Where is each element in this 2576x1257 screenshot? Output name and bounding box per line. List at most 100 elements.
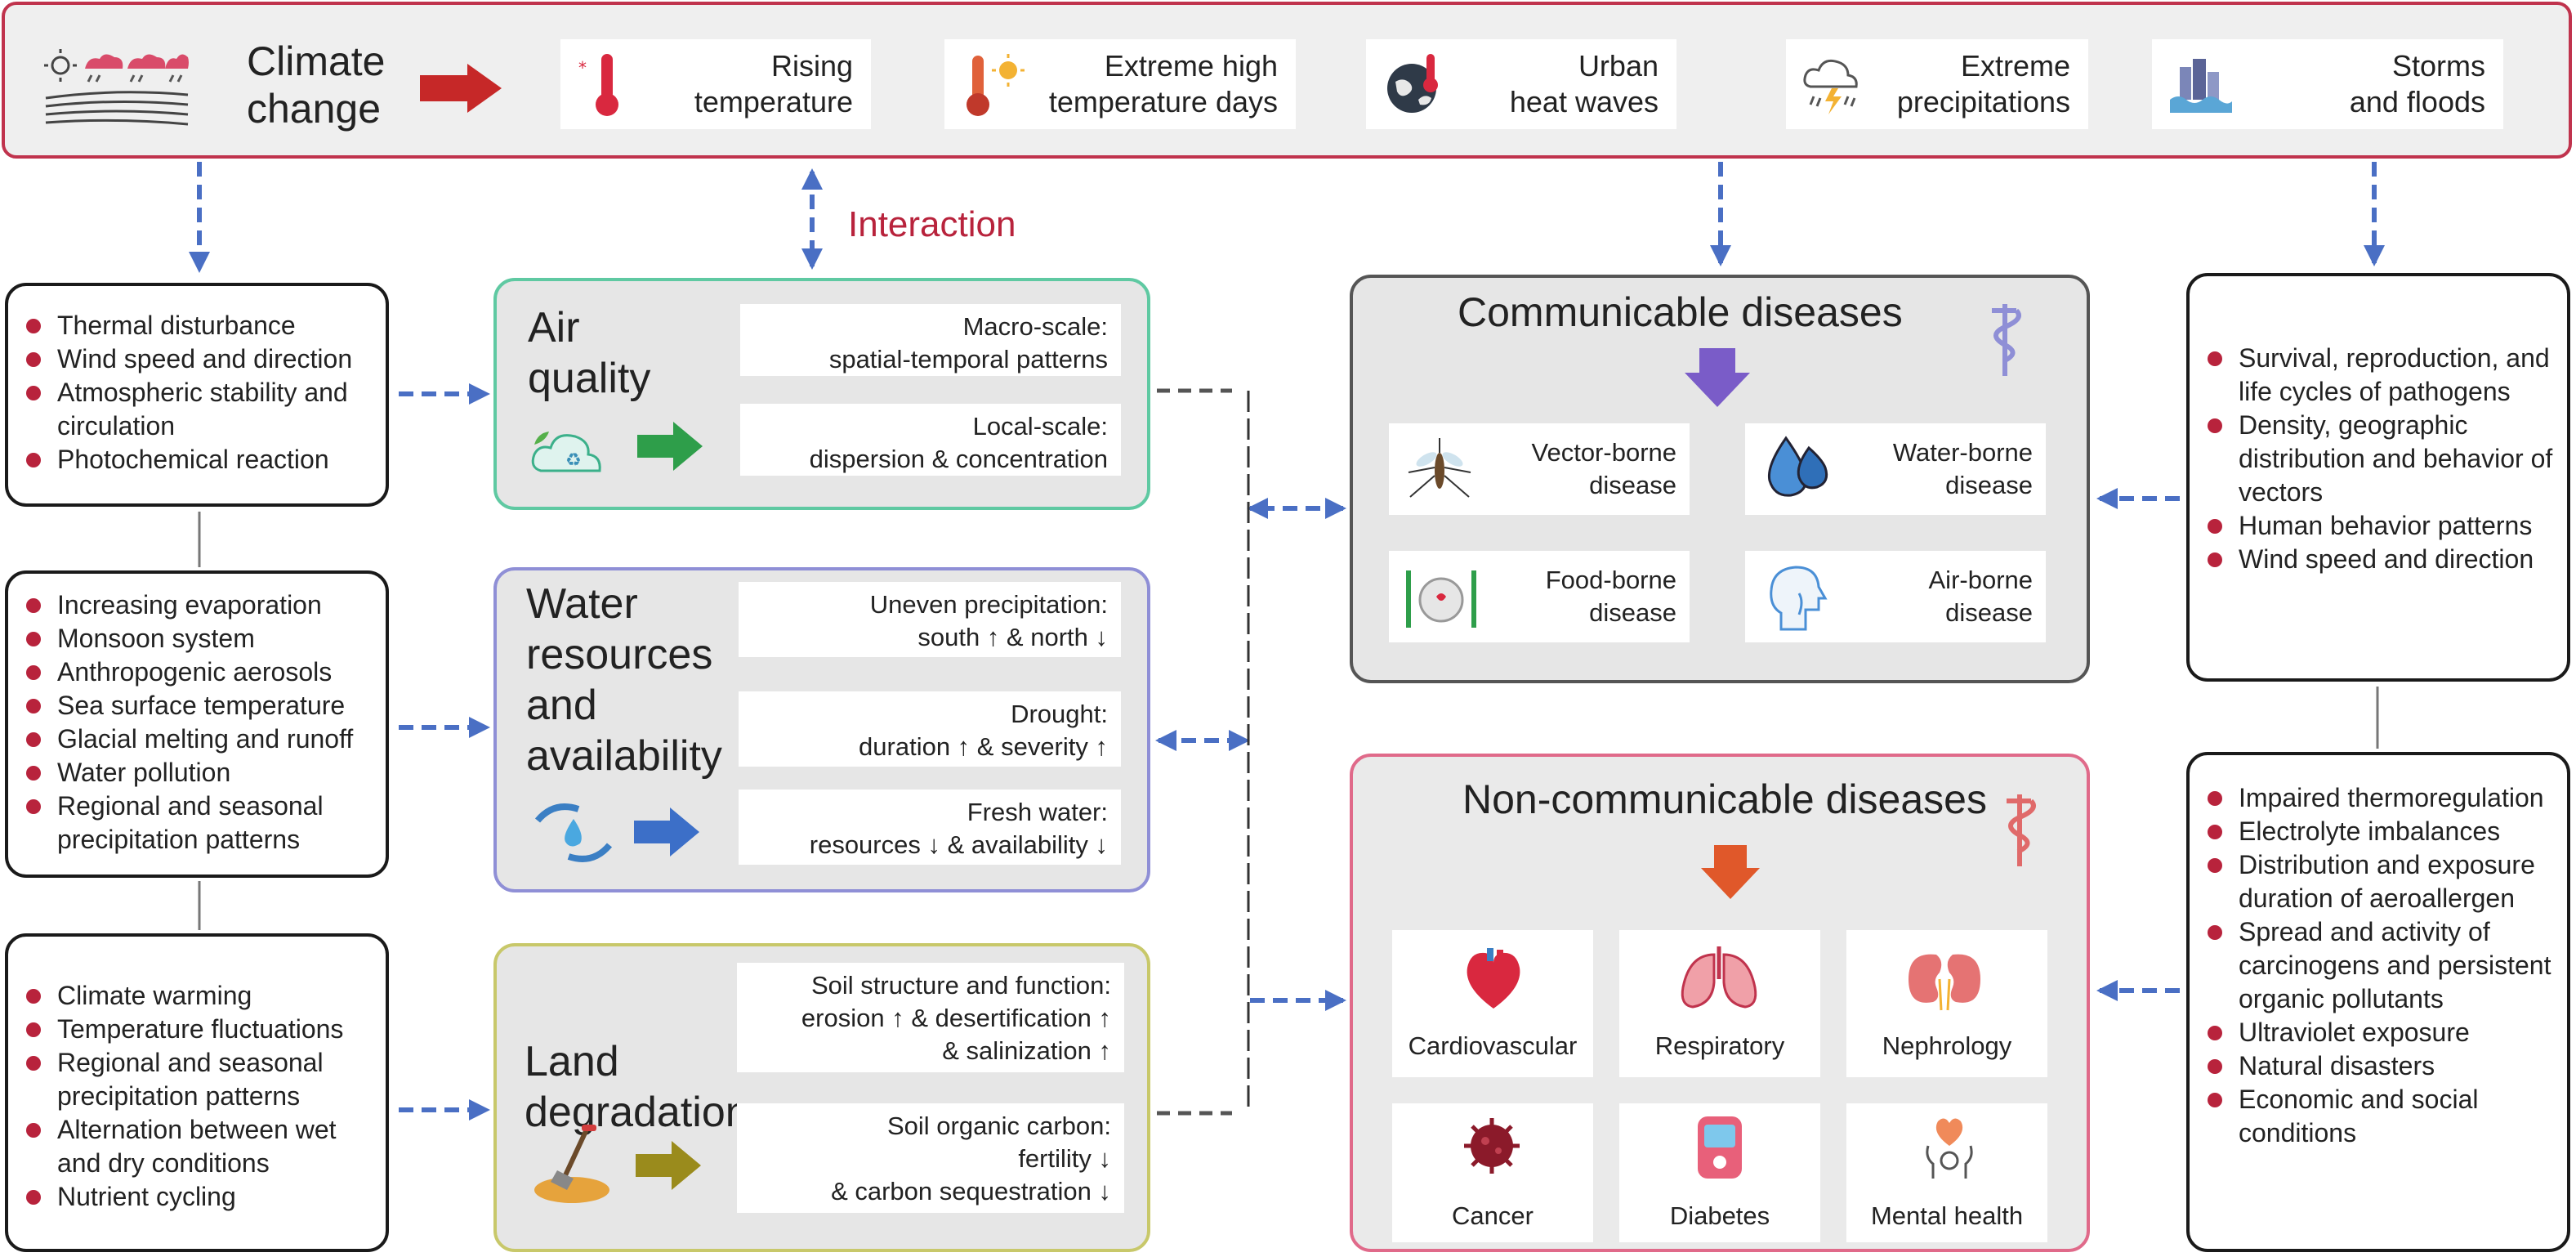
list-item: Alternation between wet and dry conditio… [8,1113,386,1180]
communicable-diseases-title: Communicable diseases [1458,289,1903,335]
glucose-meter-icon [1694,1113,1745,1182]
list-item: Natural disasters [2190,1049,2567,1083]
diabetes-card: Diabetes [1619,1103,1820,1242]
water-resources-box: Water resources and availability Uneven … [493,567,1150,892]
list-item: Human behavior patterns [2190,509,2567,543]
list-item: Anthropogenic aerosols [8,655,386,689]
water-drop-icon [1761,432,1835,505]
mental-health-label: Mental health [1870,1201,2024,1230]
list-item: Increasing evaporation [8,588,386,622]
communicable-factors-box: Survival, reproduction, and life cycles … [2186,273,2570,682]
respiratory-card: Respiratory [1619,930,1820,1077]
rain-cloud-icon [1799,49,1869,119]
list-item: Wind speed and direction [8,342,386,376]
list-item: Photochemical reaction [8,443,386,476]
cloud-recycle-icon: ♻ [528,412,618,485]
list-item: Regional and seasonal precipitation patt… [8,790,386,857]
air-quality-box: Air quality ♻ Macro-scale: spatial-tempo… [493,278,1150,510]
list-item: Water pollution [8,756,386,790]
impact-label: Urban heat waves [1509,49,1659,119]
caduceus-icon [1977,299,2034,381]
air-local-scale-info: Local-scale: dispersion & concentration [740,404,1121,476]
water-resources-title: Water resources and availability [526,580,722,780]
list-item: Spread and activity of carcinogens and p… [2190,915,2567,1016]
air-macro-scale-info: Macro-scale: spatial-temporal patterns [740,304,1121,376]
list-item: Sea surface temperature [8,689,386,722]
caduceus-icon [1992,790,2049,871]
hands-water-icon [533,796,614,870]
vector-borne-label: Vector-borne disease [1531,438,1677,499]
interaction-label: Interaction [848,204,1016,244]
blue-arrow-icon [634,807,699,857]
noncommunicable-diseases-box: Non-communicable diseases Cardiovascular… [1350,754,2090,1252]
impact-card-extreme-precipitations: Extreme precipitations [1786,39,2088,129]
impact-card-extreme-high-temperature-days: Extreme high temperature days [944,39,1296,129]
water-borne-label: Water-borne disease [1892,438,2033,499]
list-item: Monsoon system [8,622,386,655]
water-factors-box: Increasing evaporation Monsoon system An… [5,570,389,878]
mosquito-icon [1402,435,1476,503]
land-factors-box: Climate warming Temperature fluctuations… [5,933,389,1252]
noncommunicable-factors-box: Impaired thermoregulation Electrolyte im… [2186,752,2570,1252]
head-heart-icon [1917,1113,1982,1182]
vector-borne-card: Vector-borne disease [1389,423,1690,515]
air-quality-title: Air quality [528,304,651,402]
soil-organic-carbon-info: Soil organic carbon: fertility ↓ & carbo… [737,1103,1124,1213]
mental-health-card: Mental health [1846,1103,2047,1242]
communicable-diseases-box: Communicable diseases Vector-borne disea… [1350,275,2090,683]
air-borne-card: Air-borne disease [1745,551,2046,642]
communicable-factors-list: Survival, reproduction, and life cycles … [2190,342,2567,576]
shovel-soil-icon [529,1123,619,1205]
cancer-cell-icon [1461,1115,1523,1177]
impact-card-storms-and-floods: Storms and floods [2152,39,2503,129]
land-degradation-title: Land degradation [525,1038,749,1136]
cancer-label: Cancer [1452,1201,1534,1230]
noncommunicable-factors-list: Impaired thermoregulation Electrolyte im… [2190,781,2567,1150]
plate-cutlery-icon [1400,562,1482,633]
impact-card-rising-temperature: * Rising temperature [560,39,871,129]
uneven-precipitation-info: Uneven precipitation: south ↑ & north ↓ [739,582,1121,657]
cardiovascular-card: Cardiovascular [1392,930,1593,1077]
respiratory-label: Respiratory [1654,1031,1785,1060]
weather-field-icon [42,41,190,131]
drought-info: Drought: duration ↑ & severity ↑ [739,691,1121,767]
thermometer-icon: * [574,49,644,119]
flood-icon [2165,49,2235,119]
list-item: Density, geographic distribution and beh… [2190,409,2567,509]
list-item: Ultraviolet exposure [2190,1016,2567,1049]
soil-structure-info: Soil structure and function: erosion ↑ &… [737,963,1124,1072]
air-factors-list: Thermal disturbance Wind speed and direc… [8,309,386,476]
kidneys-icon [1904,946,1985,1012]
climate-change-banner: Climate change * Rising temperature Extr… [2,2,2572,159]
list-item: Nutrient cycling [8,1180,386,1214]
impact-label: Rising temperature [694,49,853,119]
list-item: Distribution and exposure duration of ae… [2190,848,2567,915]
nephrology-label: Nephrology [1882,1031,2012,1060]
list-item: Regional and seasonal precipitation patt… [8,1046,386,1113]
nephrology-card: Nephrology [1846,930,2047,1077]
list-item: Glacial melting and runoff [8,722,386,756]
cancer-card: Cancer [1392,1103,1593,1242]
food-borne-label: Food-borne disease [1545,566,1676,627]
thermometer-sun-icon [958,49,1028,119]
fresh-water-info: Fresh water: resources ↓ & availability … [739,790,1121,865]
impact-label: Extreme high temperature days [1048,49,1278,119]
water-factors-list: Increasing evaporation Monsoon system An… [8,588,386,857]
food-borne-card: Food-borne disease [1389,551,1690,642]
air-factors-box: Thermal disturbance Wind speed and direc… [5,283,389,507]
olive-arrow-icon [636,1141,701,1190]
land-factors-list: Climate warming Temperature fluctuations… [8,979,386,1214]
banner-title: Climate change [247,38,386,132]
globe-thermometer-icon [1379,49,1449,119]
impact-label: Extreme precipitations [1896,49,2070,119]
list-item: Climate warming [8,979,386,1013]
land-degradation-box: Land degradation Soil structure and func… [493,943,1150,1252]
cardiovascular-label: Cardiovascular [1408,1031,1578,1060]
air-borne-label: Air-borne disease [1928,566,2034,627]
list-item: Electrolyte imbalances [2190,815,2567,848]
list-item: Temperature fluctuations [8,1013,386,1046]
red-arrow-icon [420,64,502,113]
list-item: Impaired thermoregulation [2190,781,2567,815]
list-item: Economic and social conditions [2190,1083,2567,1150]
